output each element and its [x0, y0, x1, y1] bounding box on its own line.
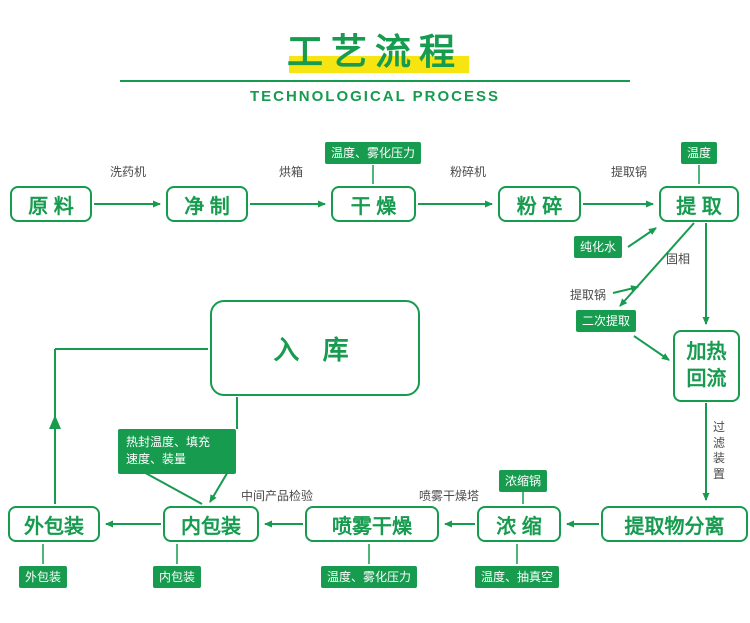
page-title: 工艺流程	[286, 31, 463, 72]
heat-seal-line1: 热封温度、填充	[126, 435, 211, 449]
heating-reflux-line1: 加热	[686, 341, 727, 363]
warehousing-loop-lines	[49, 348, 238, 505]
flow-box-concentration: 浓 缩	[477, 506, 561, 542]
heat-seal-line2: 速度、装量	[126, 452, 187, 467]
equipment-label-oven: 烘箱	[278, 165, 304, 179]
equipment-label-filter-device: 过滤装置	[712, 420, 725, 481]
flow-box-heating-reflux: 加热 回流	[673, 330, 740, 402]
param-label-outer-packaging: 外包装	[18, 566, 68, 588]
equipment-label-extraction-pot-2: 提取锅	[569, 288, 607, 302]
flow-box-inner-packaging: 内包装	[163, 506, 259, 542]
title-wrap: 工艺流程	[286, 30, 469, 74]
label-intermediate-product-inspection: 中间产品检验	[240, 489, 314, 503]
page-header: 工艺流程	[0, 30, 750, 74]
equipment-label-washing-machine: 洗药机	[109, 165, 147, 179]
title-divider	[120, 80, 630, 82]
flow-box-extract-separation: 提取物分离	[601, 506, 748, 542]
equipment-label-spray-drying-tower: 喷雾干燥塔	[418, 489, 480, 503]
flow-box-crushing: 粉 碎	[498, 186, 581, 222]
heating-reflux-line2: 回流	[686, 368, 727, 390]
param-label-inner-packaging: 内包装	[152, 566, 202, 588]
param-label-purified-water: 纯化水	[573, 236, 623, 258]
param-label-concentration-pot: 浓缩锅	[498, 470, 548, 492]
equipment-label-crusher: 粉碎机	[449, 165, 487, 179]
flow-box-raw-material: 原 料	[10, 186, 92, 222]
flow-box-outer-packaging: 外包装	[8, 506, 100, 542]
page-subtitle: TECHNOLOGICAL PROCESS	[249, 88, 501, 105]
param-label-temp-vacuum: 温度、抽真空	[474, 566, 560, 588]
equipment-label-extraction-pot: 提取锅	[610, 165, 648, 179]
param-label-heat-seal: 热封温度、填充 速度、装量	[118, 429, 236, 474]
title-highlight	[288, 56, 469, 74]
flow-box-warehousing: 入 库	[210, 300, 420, 396]
flow-box-drying: 干 燥	[331, 186, 416, 222]
param-label-temperature: 温度	[680, 142, 718, 164]
flow-box-spray-drying: 喷雾干燥	[305, 506, 439, 542]
flow-box-purification: 净 制	[166, 186, 248, 222]
param-label-temp-atomization-bottom: 温度、雾化压力	[320, 566, 418, 588]
label-solid-phase: 固相	[665, 252, 691, 266]
param-label-secondary-extraction: 二次提取	[575, 310, 637, 332]
param-label-temp-atomization-top: 温度、雾化压力	[324, 142, 422, 164]
flow-box-extraction: 提 取	[659, 186, 739, 222]
